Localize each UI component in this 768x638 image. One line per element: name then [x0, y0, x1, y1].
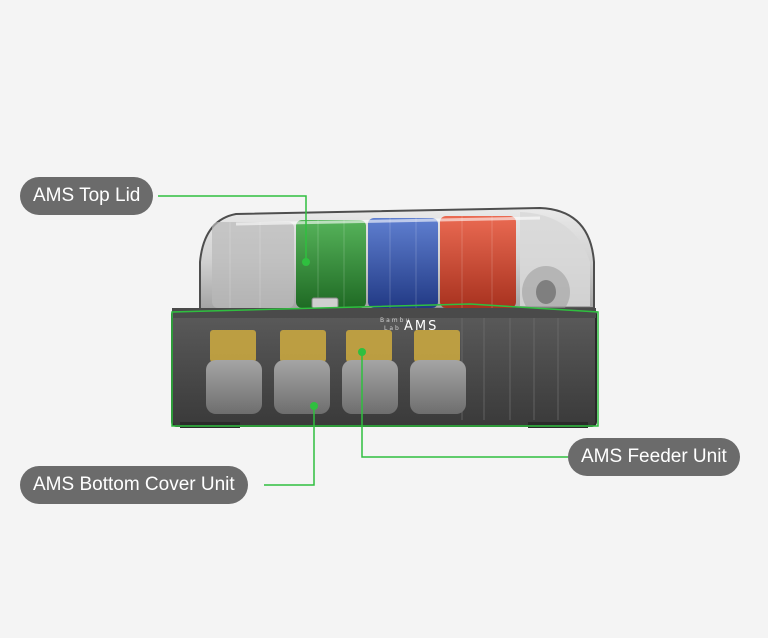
leader-feeder — [361, 352, 568, 458]
callout-top-lid: AMS Top Lid — [20, 177, 154, 215]
brand-logo: Bambu Lab AMS — [380, 317, 438, 334]
feeder-3 — [342, 330, 398, 414]
spool-red — [440, 216, 516, 308]
feeder-2 — [274, 330, 330, 414]
brand-line2: Lab — [384, 325, 401, 332]
callout-feeder-unit: AMS Feeder Unit — [568, 438, 740, 476]
feeder-1 — [206, 330, 262, 414]
bottom-cover-outline — [171, 303, 599, 427]
anchor-top-lid — [302, 258, 310, 266]
spool-gray — [212, 222, 294, 308]
leader-bottom-cover — [264, 406, 315, 486]
spool-green — [296, 220, 366, 308]
brand-name: AMS — [404, 319, 438, 334]
anchor-bottom-cover — [310, 402, 318, 410]
anchor-feeder — [358, 348, 366, 356]
spool-blue — [368, 218, 438, 308]
feeder-units — [206, 330, 466, 414]
callout-bottom-cover-unit: AMS Bottom Cover Unit — [20, 466, 248, 504]
leader-top-lid — [158, 195, 307, 262]
brand-line1: Bambu — [380, 317, 411, 324]
feeder-4 — [410, 330, 466, 414]
top-lid — [199, 206, 595, 318]
